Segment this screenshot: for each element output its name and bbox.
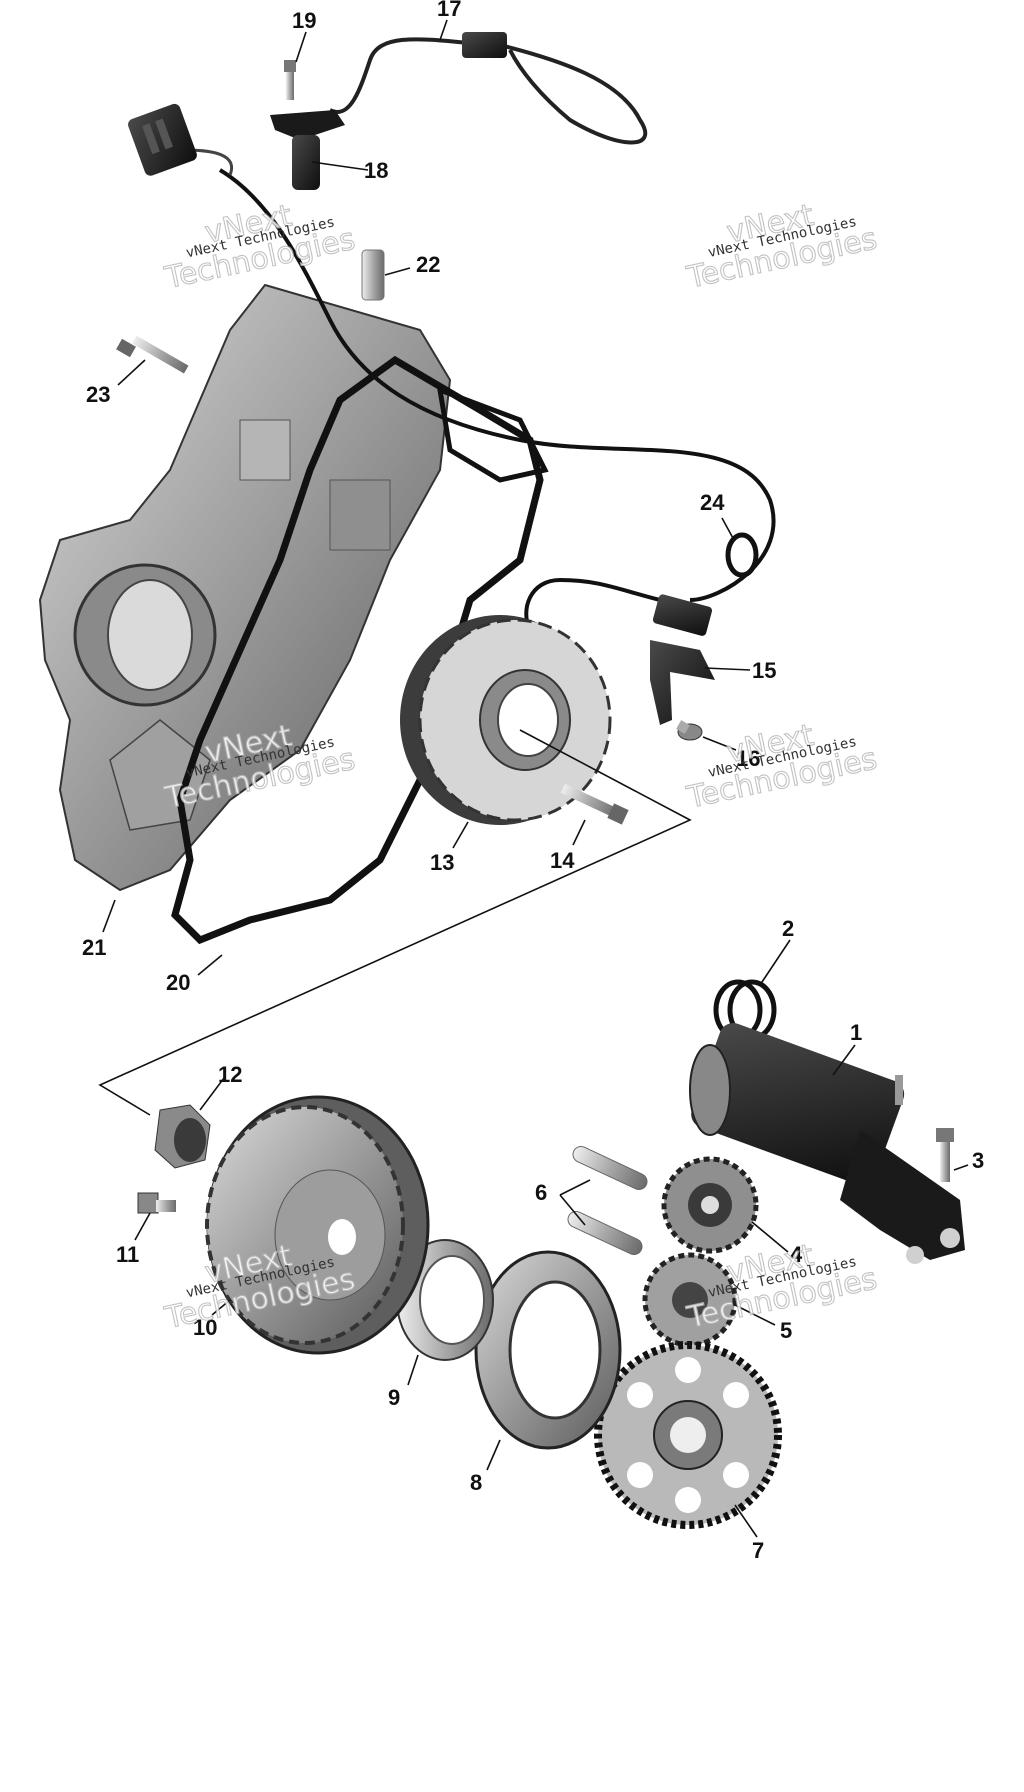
wiring-harness (329, 37, 648, 145)
shaft-pins (567, 1145, 648, 1256)
callout-11: 11 (116, 1242, 139, 1267)
speed-sensor (270, 110, 345, 190)
flywheel (205, 1095, 430, 1355)
wire-bracket (650, 640, 715, 725)
stator (400, 615, 612, 825)
callout-16: 16 (736, 746, 760, 771)
callout-20: 20 (166, 970, 190, 995)
bolt-11 (137, 1192, 176, 1214)
screw-16 (676, 720, 703, 741)
watermark-4: vNext Technologies vNext Technologies (683, 717, 881, 816)
callout-8: 8 (470, 1470, 482, 1495)
bolt-19 (284, 60, 296, 100)
callout-3: 3 (972, 1148, 984, 1173)
screw-23 (116, 335, 189, 374)
callout-1: 1 (850, 1020, 862, 1045)
callout-15: 15 (752, 658, 776, 683)
callout-13: 13 (430, 850, 454, 875)
callout-24: 24 (700, 490, 725, 515)
callout-10: 10 (193, 1315, 217, 1340)
reference-line (98, 729, 692, 1116)
callout-2: 2 (782, 916, 794, 941)
callout-22: 22 (416, 252, 440, 277)
flywheel-nut (154, 1104, 211, 1169)
callout-6: 6 (535, 1180, 547, 1205)
starter-gear (594, 1341, 782, 1529)
callout-23: 23 (86, 382, 110, 407)
callout-5: 5 (780, 1318, 792, 1343)
dowel-pin-22 (361, 249, 385, 301)
callout-12: 12 (218, 1062, 242, 1087)
callout-17: 17 (437, 0, 461, 21)
sprag-housing (474, 1250, 622, 1450)
crankcase-cover (38, 283, 452, 892)
screw-14 (560, 783, 629, 825)
wire-clip (725, 532, 759, 578)
screw-3 (936, 1128, 954, 1182)
callout-21: 21 (82, 935, 106, 960)
cover-gasket (171, 355, 544, 945)
watermark-2: vNext Technologies vNext Technologies (683, 197, 881, 296)
callout-18: 18 (364, 158, 388, 183)
stator-connector (128, 103, 197, 176)
callout-19: 19 (292, 8, 316, 33)
stator-wire (218, 168, 776, 631)
callout-9: 9 (388, 1385, 400, 1410)
callout-14: 14 (550, 848, 575, 873)
gear-4 (661, 1156, 759, 1254)
gasket-top-loop (436, 386, 549, 483)
starter-motor (689, 1023, 965, 1264)
callout-7: 7 (752, 1538, 764, 1563)
watermark-1: vNext Technologies vNext Technologies (161, 198, 359, 297)
callout-4: 4 (790, 1242, 803, 1267)
stator-plug (652, 594, 713, 636)
gear-5 (642, 1252, 738, 1348)
leader-lines (102, 19, 969, 1538)
watermark-5: vNext Technologies vNext Technologies (161, 1238, 359, 1337)
harness-connector-17 (462, 32, 507, 58)
